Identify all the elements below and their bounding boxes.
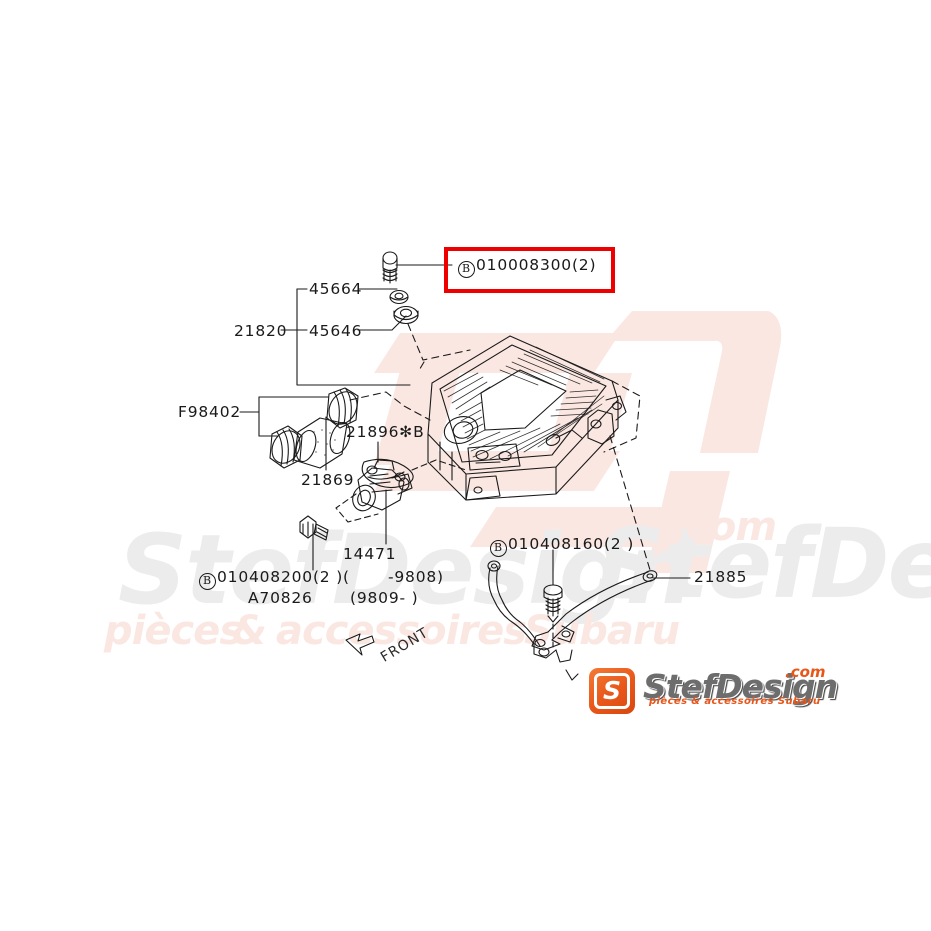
label-14471[interactable]: 14471 <box>343 545 397 563</box>
stefdesign-logo[interactable]: S StefDesign .com pièces & accessoires S… <box>589 663 857 717</box>
part-bypass-valve-14471 <box>352 459 413 512</box>
logo-tagline: pièces & accessoires Subaru <box>649 696 821 707</box>
assembly-dash-top <box>407 323 471 361</box>
highlight-box-010008300 <box>444 247 615 293</box>
label-45646[interactable]: 45646 <box>309 322 363 340</box>
logo-mark-border <box>594 673 630 709</box>
circled-b-icon: B <box>199 573 216 590</box>
leader-45646 <box>391 315 407 331</box>
label-date-range-late: (9809- ) <box>350 589 419 607</box>
part-gasket-21896b <box>361 458 414 489</box>
part-intercooler-core <box>427 335 627 501</box>
part-bolt-010408160 <box>543 584 563 623</box>
label-date-range-early: -9808) <box>388 568 444 586</box>
label-21820[interactable]: 21820 <box>234 322 288 340</box>
part-wire-bracket <box>487 560 579 681</box>
logo-wordmark: StefDesign <box>643 667 838 706</box>
part-clamp-upper-f98402 <box>326 387 359 429</box>
part-pipe-21885 <box>531 570 658 651</box>
label-21885[interactable]: 21885 <box>694 568 748 586</box>
label-21896b[interactable]: 21896✻B <box>346 423 425 441</box>
label-21869[interactable]: 21869 <box>301 471 355 489</box>
part-bolt-010008300 <box>382 251 398 284</box>
circled-b-icon: B <box>458 261 475 278</box>
front-arrow-icon <box>345 633 375 656</box>
part-clamp-lower-f98402 <box>269 425 303 469</box>
label-45664[interactable]: 45664 <box>309 280 363 298</box>
logo-domain: .com <box>785 663 826 681</box>
logo-letter-s: S <box>602 676 621 705</box>
part-washer-45664 <box>389 289 409 305</box>
label-a70826[interactable]: A70826 <box>248 589 313 607</box>
label-f98402[interactable]: F98402 <box>178 403 242 421</box>
bracket-21820 <box>296 288 411 386</box>
part-grommet-45646 <box>393 305 419 325</box>
circled-b-icon: B <box>490 540 507 557</box>
part-hose-21869 <box>293 417 351 469</box>
part-bolt-010408200 <box>299 515 329 541</box>
logo-mark-square: S <box>589 668 635 714</box>
